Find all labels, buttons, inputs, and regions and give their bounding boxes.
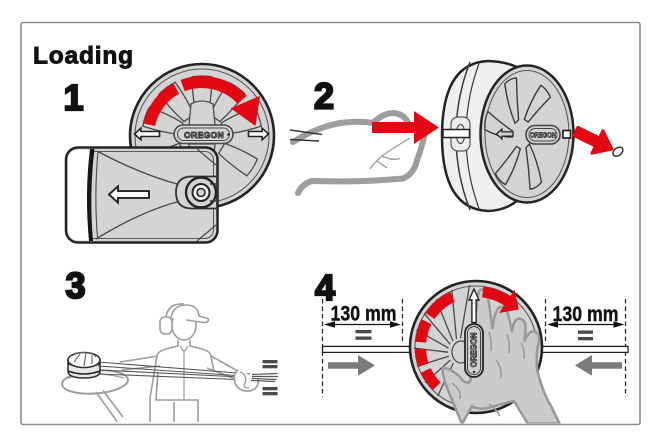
svg-text:OREGON: OREGON (470, 332, 479, 367)
svg-text:130 mm: 130 mm (331, 302, 397, 326)
svg-text:Loading: Loading (33, 43, 134, 70)
svg-text:2: 2 (314, 76, 334, 117)
svg-text:130 mm: 130 mm (553, 302, 619, 326)
svg-text:3: 3 (65, 265, 85, 306)
svg-text:OREGON: OREGON (530, 131, 556, 140)
svg-text:OREGON: OREGON (184, 130, 224, 140)
svg-text:4: 4 (315, 267, 335, 308)
svg-text:1: 1 (63, 77, 83, 118)
